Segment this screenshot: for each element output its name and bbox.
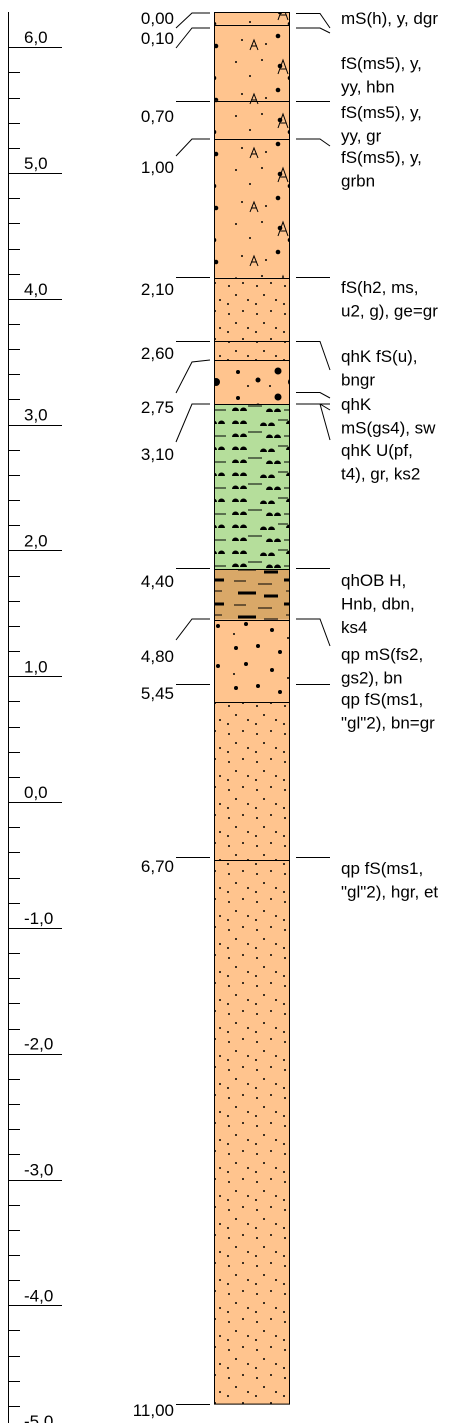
depth-connector <box>175 359 211 394</box>
depth-label: 4,80 <box>141 647 174 666</box>
soil-layer-7 <box>214 404 290 570</box>
depth-connector <box>175 618 210 641</box>
description-line: qhK fS(u), <box>341 347 418 366</box>
description-connector <box>296 341 331 371</box>
description-line: fS(ms5), y, <box>341 54 422 73</box>
soil-layer-0 <box>214 12 290 25</box>
depth-connector <box>175 138 210 157</box>
layer-description: mS(h), y, dgr <box>341 9 438 28</box>
description-line: qp fS(ms1, <box>341 859 423 878</box>
description-line: yy, gr <box>341 127 382 146</box>
depth-connector <box>175 27 210 49</box>
description-line: yy, hbn <box>341 78 395 97</box>
axis-label: 0,0 <box>24 783 48 802</box>
soil-layer-5 <box>214 341 290 361</box>
axis-label: 2,0 <box>24 531 48 550</box>
soil-layer-6 <box>214 360 290 405</box>
axis-label: 5,0 <box>24 154 48 173</box>
depth-label: 0,70 <box>141 107 174 126</box>
depth-label: 0,00 <box>141 9 174 28</box>
description-connector <box>296 138 331 147</box>
depth-label: 5,45 <box>141 684 174 703</box>
description-line: t4), gr, ks2 <box>341 465 420 484</box>
description-line: mS(gs4), sw <box>341 419 436 438</box>
description-line: fS(ms5), y, <box>341 103 422 122</box>
description-line: fS(h2, ms, <box>341 278 418 297</box>
description-line: grbn <box>341 172 375 191</box>
depth-connector <box>175 403 210 443</box>
soil-layer-4 <box>214 277 290 342</box>
description-line: "gl"2), bn=gr <box>341 714 435 733</box>
soil-layer-3 <box>214 138 290 278</box>
description-line: qp mS(fs2, <box>341 645 423 664</box>
soil-layer-11 <box>214 860 290 1405</box>
soil-layer-10 <box>214 701 290 861</box>
soil-layer-1 <box>214 24 290 101</box>
axis-label: 4,0 <box>24 280 48 299</box>
depth-label: 2,60 <box>141 344 174 363</box>
depth-label: 2,75 <box>141 398 174 417</box>
description-line: gs2), bn <box>341 669 402 688</box>
layer-description: fS(ms5), y, yy, gr <box>341 103 422 146</box>
depth-label: 2,10 <box>141 280 174 299</box>
depth-label: 11,00 <box>133 1401 174 1420</box>
depth-label: 6,70 <box>141 857 174 876</box>
depth-label: 3,10 <box>141 445 174 464</box>
depth-connector <box>175 12 210 29</box>
description-line: Hnb, dbn, <box>341 595 415 614</box>
depth-label: 4,40 <box>141 572 174 591</box>
description-line: mS(h), y, dgr <box>341 9 438 28</box>
layer-description: qhK mS(gs4), sw <box>341 395 436 438</box>
description-line: fS(ms5), y, <box>341 148 422 167</box>
description-line: qhK U(pf, <box>341 441 413 460</box>
layer-description: qp fS(ms1, "gl"2), hgr, et <box>341 859 438 902</box>
axis-label: -3,0 <box>24 1161 53 1180</box>
description-line: qhK <box>341 395 372 414</box>
description-line: ks4 <box>341 618 367 637</box>
layer-description: qhK U(pf, t4), gr, ks2 <box>341 441 420 484</box>
soil-layer-9 <box>214 619 290 702</box>
layer-description: fS(ms5), y, yy, hbn <box>341 54 422 97</box>
description-line: bngr <box>341 371 375 390</box>
axis-label: -5,0 <box>24 1412 53 1423</box>
description-connector <box>296 403 331 411</box>
axis-label: -1,0 <box>24 909 53 928</box>
axis-label: 6,0 <box>24 28 48 47</box>
axis-label: 1,0 <box>24 657 48 676</box>
description-line: "gl"2), hgr, et <box>341 883 438 902</box>
depth-label: 0,10 <box>141 29 174 48</box>
description-line: qhOB H, <box>341 571 406 590</box>
depth-label: 1,00 <box>141 158 174 177</box>
layer-description: fS(ms5), y, grbn <box>341 148 422 191</box>
depth-labels: 0,000,10 0,70 1,00 2,10 2,60 2,75 3,10 4,40 4,80… <box>133 9 211 1420</box>
description-line: u2, g), ge=gr <box>341 302 438 321</box>
description-connector <box>296 618 331 647</box>
layer-description: qhK fS(u), bngr <box>341 347 418 390</box>
soil-layer-8 <box>214 569 290 620</box>
description-connector <box>296 13 331 29</box>
layer-description: fS(h2, ms, u2, g), ge=gr <box>341 278 438 321</box>
description-line: qp fS(ms1, <box>341 690 423 709</box>
axis-label: 3,0 <box>24 406 48 425</box>
description-connector <box>296 27 331 34</box>
axis-label: -2,0 <box>24 1035 53 1054</box>
soil-layer-2 <box>214 100 290 139</box>
elevation-axis: 6,0 5,0 4,0 3,0 2,0 1,0 0,0 -1,0 -2,0 -3,0 -4,0 -5,… <box>8 12 62 1423</box>
soil-column <box>214 12 290 1405</box>
layer-description: qp mS(fs2, gs2), bn <box>341 645 423 688</box>
axis-label: -4,0 <box>24 1286 53 1305</box>
layer-description: qhOB H, Hnb, dbn, ks4 <box>341 571 415 637</box>
layer-description: qp fS(ms1, "gl"2), bn=gr <box>341 690 435 733</box>
